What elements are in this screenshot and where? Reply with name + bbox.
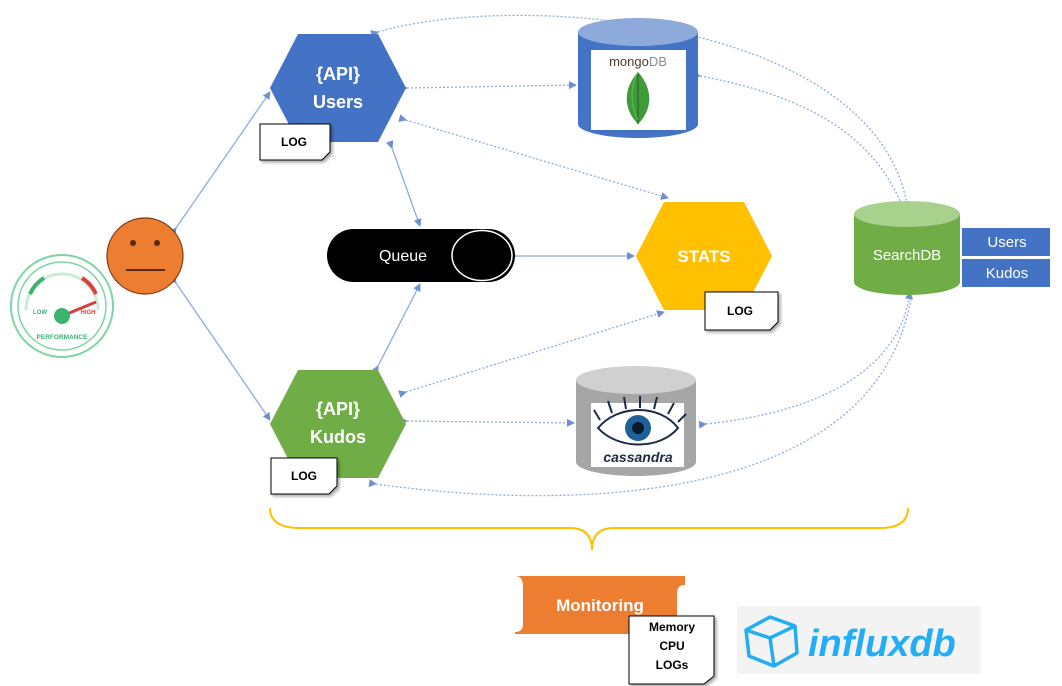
api-kudos-line1: {API} (316, 399, 360, 419)
queue-label: Queue (379, 248, 427, 265)
stats-label: STATS (677, 247, 730, 266)
influxdb-wordmark: influxdb (808, 623, 956, 665)
neutral-face-icon (106, 217, 184, 295)
monitoring-note-doc: Memory CPU LOGs (628, 615, 715, 685)
connectors (168, 14, 914, 497)
searchdb-index-users-label: Users (987, 234, 1026, 251)
api-users-node[interactable]: {API} Users (270, 34, 406, 142)
monitoring-note-line1: Memory (649, 620, 695, 634)
mongodb-logo-text: mongoDB (609, 54, 667, 69)
api-users-line2: Users (313, 92, 363, 112)
api-users-line1: {API} (316, 64, 360, 84)
performance-gauge-icon: LOW HIGH PERFORMANCE (10, 254, 114, 358)
arrow-face-kudos (168, 274, 271, 421)
api-kudos-line2: Kudos (310, 427, 366, 447)
api-users-log-label: LOG (281, 135, 307, 149)
monitoring-label: Monitoring (556, 596, 644, 615)
gauge-low-label: LOW (33, 310, 47, 316)
searchdb-index-kudos[interactable]: Kudos (962, 259, 1050, 287)
monitoring-note-line2: CPU (659, 639, 684, 653)
monitoring-brace (269, 507, 909, 551)
searchdb-index-users[interactable]: Users (962, 228, 1050, 256)
arrow-users-queue (385, 140, 422, 227)
monitoring-note-line3: LOGs (656, 658, 689, 672)
arrow-kudos-cassandra (399, 416, 575, 427)
searchdb-index-kudos-label: Kudos (986, 265, 1029, 282)
api-kudos-log-label: LOG (291, 469, 317, 483)
searchdb-database[interactable]: SearchDB (854, 201, 960, 295)
arrow-users-searchdb (370, 14, 911, 211)
stats-node[interactable]: STATS (636, 202, 772, 310)
arrow-cassandra-searchdb (698, 291, 914, 429)
arrow-kudos-queue (371, 283, 421, 375)
stats-log-label: LOG (727, 304, 753, 318)
api-users-log-doc: LOG (259, 123, 331, 161)
influxdb-cube-icon (744, 615, 799, 668)
cassandra-eye-icon (593, 396, 687, 446)
arrow-users-mongo (399, 81, 577, 93)
queue-node[interactable]: Queue (327, 229, 515, 282)
cassandra-logo-text: cassandra (603, 449, 672, 465)
gauge-caption: PERFORMANCE (37, 334, 89, 341)
cassandra-database[interactable]: cassandra (576, 366, 696, 476)
mongodb-leaf-icon (626, 71, 650, 124)
api-kudos-node[interactable]: {API} Kudos (270, 370, 406, 478)
api-kudos-log-doc: LOG (270, 457, 338, 495)
stats-log-doc: LOG (704, 291, 779, 331)
gauge-high-label: HIGH (81, 310, 96, 316)
searchdb-label: SearchDB (873, 247, 941, 264)
arrow-face-users (168, 91, 271, 237)
arrow-mongo-searchdb (692, 70, 905, 211)
mongodb-database[interactable]: mongoDB (578, 18, 698, 138)
influxdb-logo: influxdb (737, 606, 981, 674)
arrow-kudos-stats (398, 310, 665, 398)
